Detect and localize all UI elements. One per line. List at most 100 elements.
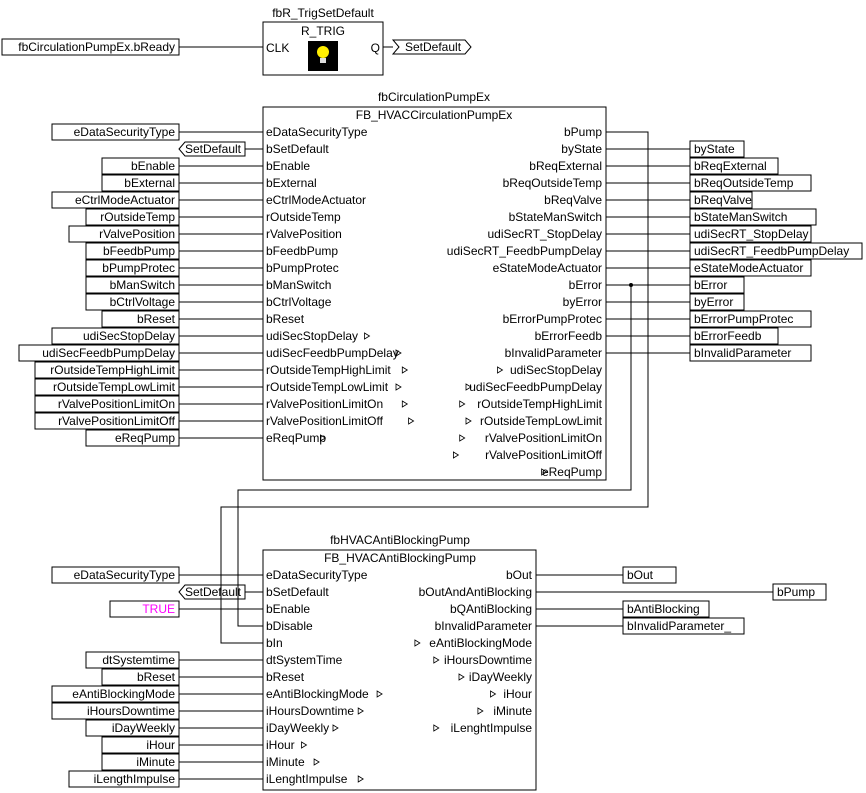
anti-out-var-bInvalidParameter_-box[interactable] <box>622 617 745 635</box>
pump-out-var-byError-box[interactable] <box>689 293 745 311</box>
pump-pin-out-rOutsideTempHighLimit: rOutsideTempHighLimit <box>477 397 602 411</box>
trig-bulb-base <box>320 58 326 63</box>
pump-in-var-bExternal-label: bExternal <box>124 176 175 190</box>
pump-out-var-bReqOutsideTemp-box[interactable] <box>689 174 812 192</box>
pump-out-var-bErrorFeedb-label: bErrorFeedb <box>694 329 762 343</box>
pump-out-var-bInvalidParameter-label: bInvalidParameter <box>694 346 791 360</box>
pump-in-var-rValvePositionLimitOn-label: rValvePositionLimitOn <box>58 397 175 411</box>
pump-in-var-rOutsideTempLowLimit-label: rOutsideTempLowLimit <box>53 380 176 394</box>
pump-pin-in-bExternal: bExternal <box>266 176 317 190</box>
junction-berror <box>629 283 633 287</box>
anti-in-var-iDayWeekly-label: iDayWeekly <box>112 721 175 735</box>
pump-in-var-udiSecFeedbPumpDelay-box[interactable] <box>18 344 180 362</box>
pump-pin-in-bSetDefault: bSetDefault <box>266 142 329 156</box>
pump-out-var-bInvalidParameter-box[interactable] <box>689 344 812 362</box>
pump-out-var-bErrorFeedb-box[interactable] <box>689 327 779 345</box>
pump-in-var-bExternal-box[interactable] <box>101 174 180 192</box>
anti-inout-marker-out-eAntiBlockingMode <box>414 639 421 647</box>
pump-pin-out-udiSecRT_StopDelay: udiSecRT_StopDelay <box>487 227 602 241</box>
pump-pin-out-bErrorFeedb: bErrorFeedb <box>535 329 603 343</box>
pump-block[interactable] <box>262 106 607 481</box>
anti-in-var-dtSystemtime-box[interactable] <box>85 651 180 669</box>
anti-pin-out-eAntiBlockingMode: eAntiBlockingMode <box>429 636 532 650</box>
pump-out-var-bReqExternal-label: bReqExternal <box>694 159 767 173</box>
anti-inout-marker-out-iHour <box>490 690 497 698</box>
pump-inout-marker-out-eReqPump <box>541 468 548 476</box>
pump-inout-marker-rValvePositionLimitOn <box>401 400 409 408</box>
anti-pin-in-iHour: iHour <box>266 738 295 752</box>
pump-in-var-rValvePositionLimitOff-label: rValvePositionLimitOff <box>58 414 176 428</box>
pump-out-var-bReqValve-box[interactable] <box>689 191 753 209</box>
pump-pin-in-bFeedbPump: bFeedbPump <box>266 244 338 258</box>
anti-in-var-dtSystemtime-label: dtSystemtime <box>102 653 175 667</box>
pump-in-var-bReset-box[interactable] <box>101 310 180 328</box>
anti-in-var-iHour-box[interactable] <box>101 736 180 754</box>
pump-type-name: FB_HVACCirculationPumpEx <box>356 108 513 122</box>
pump-in-var-eCtrlModeActuator-box[interactable] <box>51 191 180 209</box>
anti-in-var-iHoursDowntime-box[interactable] <box>51 702 180 720</box>
pump-in-var-rOutsideTempHighLimit-box[interactable] <box>34 361 180 379</box>
anti-in-var-TRUE-box[interactable] <box>109 600 180 618</box>
pump-in-var-bPumpProtec-box[interactable] <box>85 259 180 277</box>
anti-in-setdefault-connector[interactable] <box>178 584 246 600</box>
pump-in-setdefault-connector[interactable] <box>178 141 246 157</box>
pump-inout-marker-rValvePositionLimitOff <box>408 417 415 425</box>
anti-pin-in-bIn: bIn <box>266 636 283 650</box>
anti-pin-in-bEnable: bEnable <box>266 602 310 616</box>
anti-out-var-bOut-label: bOut <box>627 568 654 582</box>
anti-out-var-bAntiBlocking-box[interactable] <box>622 600 710 618</box>
anti-in-var-eDataSecurityType-box[interactable] <box>51 566 180 584</box>
pump-inout-marker-out-udiSecStopDelay <box>497 366 504 374</box>
pump-pin-out-bErrorPumpProtec: bErrorPumpProtec <box>503 312 602 326</box>
pump-pin-in-udiSecStopDelay: udiSecStopDelay <box>266 329 358 343</box>
pump-instance-name: fbCirculationPumpEx <box>378 90 490 104</box>
pump-out-var-byState-box[interactable] <box>689 140 745 158</box>
anti-in-var-iMinute-label: iMinute <box>136 755 175 769</box>
pump-in-var-rValvePositionLimitOff-box[interactable] <box>34 412 180 430</box>
pump-out-var-udiSecRT_StopDelay-box[interactable] <box>689 225 812 243</box>
pump-pin-out-bError: bError <box>569 278 602 292</box>
pump-in-var-udiSecStopDelay-box[interactable] <box>51 327 180 345</box>
anti-out-var-bOut-box[interactable] <box>622 566 677 584</box>
anti-in-var-bReset-box[interactable] <box>101 668 180 686</box>
pump-out-var-udiSecRT_FeedbPumpDelay-box[interactable] <box>689 242 863 260</box>
pump-in-var-udiSecFeedbPumpDelay-label: udiSecFeedbPumpDelay <box>42 346 175 360</box>
pump-in-var-rValvePosition-box[interactable] <box>68 225 180 243</box>
pump-inout-marker-out-rOutsideTempLowLimit <box>465 417 472 425</box>
pump-in-var-rOutsideTempLowLimit-box[interactable] <box>34 378 180 396</box>
pump-pin-in-rValvePosition: rValvePosition <box>266 227 342 241</box>
pump-out-var-bReqExternal-box[interactable] <box>689 157 779 175</box>
pump-in-var-rOutsideTemp-box[interactable] <box>85 208 180 226</box>
pump-pin-in-rOutsideTempHighLimit: rOutsideTempHighLimit <box>266 363 391 377</box>
anti-in-var-iDayWeekly-box[interactable] <box>85 719 180 737</box>
pump-out-var-bError-box[interactable] <box>689 276 745 294</box>
pump-out-var-bStateManSwitch-box[interactable] <box>689 208 817 226</box>
pump-out-var-eStateModeActuator-box[interactable] <box>689 259 812 277</box>
anti-inout-marker-out-iLenghtImpulse <box>433 724 440 732</box>
anti-in-var-iLengthImpulse-box[interactable] <box>68 770 180 788</box>
anti-in-var-TRUE-label: TRUE <box>142 602 175 616</box>
pump-in-var-eReqPump-box[interactable] <box>85 429 180 447</box>
anti-type-name: FB_HVACAntiBlockingPump <box>324 551 476 565</box>
anti-in-var-iMinute-box[interactable] <box>101 753 180 771</box>
pump-out-var-bErrorPumpProtec-box[interactable] <box>689 310 812 328</box>
anti-in-var-eAntiBlockingMode-box[interactable] <box>51 685 180 703</box>
anti-block[interactable] <box>262 549 537 791</box>
pump-pin-out-eStateModeActuator: eStateModeActuator <box>493 261 602 275</box>
pump-in-var-bFeedbPump-box[interactable] <box>85 242 180 260</box>
anti-inout-marker-iHoursDowntime <box>357 707 364 715</box>
pump-pin-in-bReset: bReset <box>266 312 305 326</box>
trig-q-connector[interactable] <box>391 39 472 55</box>
pump-in-var-bEnable-box[interactable] <box>101 157 180 175</box>
anti-pin-out-bOut: bOut <box>506 568 533 582</box>
pump-in-var-eDataSecurityType-box[interactable] <box>51 123 180 141</box>
pump-pin-in-udiSecFeedbPumpDelay: udiSecFeedbPumpDelay <box>266 346 399 360</box>
pump-in-var-bEnable-label: bEnable <box>131 159 175 173</box>
anti-in-var-bReset-label: bReset <box>137 670 176 684</box>
pump-in-var-bManSwitch-box[interactable] <box>85 276 180 294</box>
pump-in-var-rValvePositionLimitOn-box[interactable] <box>34 395 180 413</box>
anti-out-var-bPump-box[interactable] <box>772 583 827 601</box>
trig-pin-clk: CLK <box>266 41 289 55</box>
pump-in-var-bCtrlVoltage-box[interactable] <box>85 293 180 311</box>
